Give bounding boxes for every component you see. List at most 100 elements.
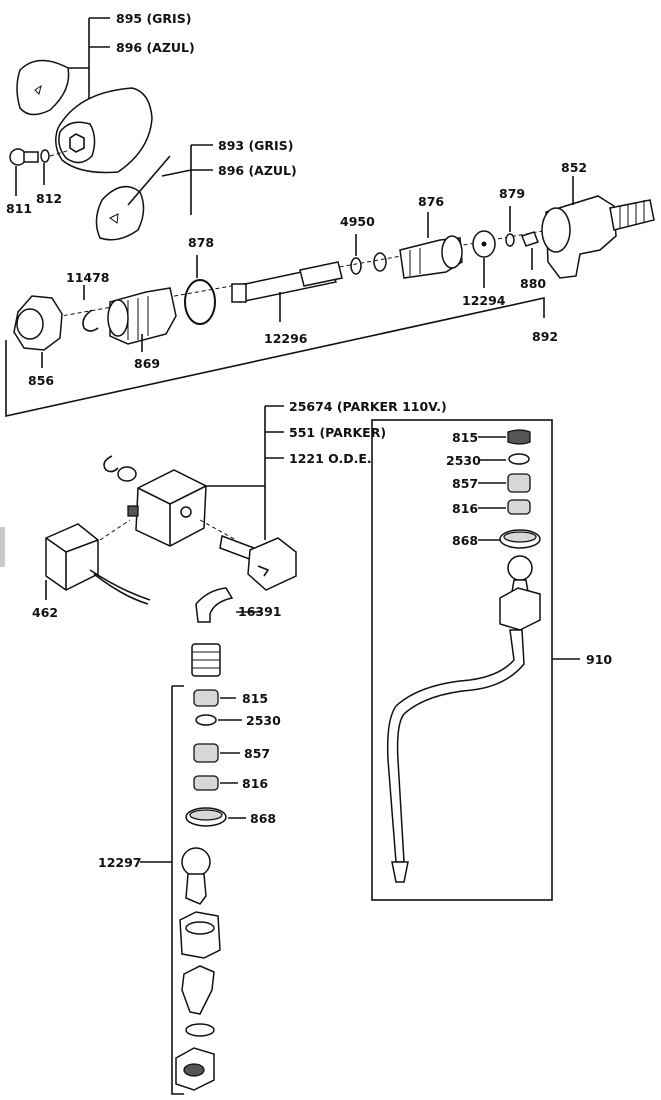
washer-879 (505, 233, 515, 247)
part-816-left (193, 775, 219, 791)
washer-812 (40, 149, 50, 163)
box-910 (371, 419, 553, 901)
label-880: 880 (520, 276, 546, 291)
solenoid-coil-hole (180, 506, 192, 518)
label-896a: 896 (AZUL) (116, 40, 195, 55)
label-812: 812 (36, 191, 62, 206)
oring-878 (184, 279, 216, 325)
ball-left (181, 847, 211, 877)
scan-edge-mark (0, 527, 5, 567)
label-893: 893 (GRIS) (218, 138, 293, 153)
valve-body (247, 537, 297, 591)
label-12296: 12296 (264, 331, 308, 346)
label-4950: 4950 (340, 214, 375, 229)
leader-879-880 (509, 206, 533, 270)
label-816b: 816 (452, 501, 478, 516)
leaders-right-stack (478, 436, 506, 541)
stem-left (185, 873, 207, 905)
part-868-left-teeth (189, 809, 223, 821)
cap-left-hole (183, 1063, 205, 1077)
ring-left (185, 1023, 215, 1037)
elbow-852-thread (609, 199, 655, 231)
leader-893-896 (127, 144, 213, 215)
label-815b: 815 (452, 430, 478, 445)
cap-895 (16, 59, 70, 116)
cone-left (181, 965, 215, 1015)
steam-wand (386, 629, 525, 863)
nut-left (179, 911, 221, 959)
washer-12294-hole (481, 241, 487, 247)
body-876-flange (441, 235, 463, 269)
valve-body-arrow (257, 565, 270, 577)
fitting-869 (109, 287, 177, 345)
body-876-hex (409, 248, 421, 276)
part-868-right-teeth (503, 531, 537, 543)
label-12294: 12294 (462, 293, 506, 308)
label-868b: 868 (452, 533, 478, 548)
solenoid-coil-edges (137, 485, 207, 546)
oring-4950b (373, 252, 387, 272)
label-462: 462 (32, 605, 58, 620)
cap-893-mark (109, 213, 119, 224)
part-857-left (193, 743, 219, 763)
screw-811-shank (23, 151, 39, 163)
label-815a: 815 (242, 691, 268, 706)
connector-462 (45, 523, 99, 591)
solenoid-washer (117, 466, 137, 482)
label-857b: 857 (452, 476, 478, 491)
label-876: 876 (418, 194, 444, 209)
part-815-left (193, 689, 219, 707)
bracket-12297 (140, 685, 184, 1095)
oring-4950 (350, 257, 362, 275)
oring-2530-right (508, 453, 530, 465)
label-910: 910 (586, 652, 612, 667)
clip-11478 (82, 309, 99, 332)
part-815-right (507, 429, 531, 445)
label-2530b: 2530 (446, 453, 481, 468)
oring-2530-left (195, 714, 217, 726)
label-852: 852 (561, 160, 587, 175)
nut-right (499, 587, 541, 631)
label-2530a: 2530 (246, 713, 281, 728)
elbow-16391 (195, 587, 234, 623)
knob-hex (69, 133, 85, 153)
solenoid-clip (103, 455, 119, 473)
connector-462-cable (89, 569, 151, 605)
nut-left-top (185, 921, 215, 935)
label-896b: 896 (AZUL) (218, 163, 297, 178)
cap-895-mark (34, 84, 42, 95)
axis-connector (99, 519, 131, 541)
bracket-892 (5, 297, 545, 417)
label-12297: 12297 (98, 855, 142, 870)
label-811: 811 (6, 201, 32, 216)
ball-right (507, 555, 533, 581)
label-1221: 1221 O.D.E. (289, 451, 372, 466)
label-869: 869 (134, 356, 160, 371)
label-878: 878 (188, 235, 214, 250)
label-857a: 857 (244, 746, 270, 761)
label-868a: 868 (250, 811, 276, 826)
knob-socket (58, 121, 96, 164)
axis-811 (49, 149, 71, 157)
elbow-852-thread-lines (619, 200, 645, 228)
label-16391: 16391 (238, 604, 282, 619)
label-11478: 11478 (66, 270, 110, 285)
connector-462-edges (45, 537, 99, 590)
label-25674: 25674 (PARKER 110V.) (289, 399, 447, 414)
part-857-right (507, 473, 531, 493)
label-856: 856 (28, 373, 54, 388)
fitting-869-threads (127, 296, 149, 340)
solenoid-coil (135, 469, 207, 547)
leader-811-812 (15, 163, 45, 196)
part-816-right (507, 499, 531, 515)
fitting-threaded-lines (192, 651, 220, 669)
fitting-869-face (107, 299, 129, 337)
elbow-852-face (541, 207, 571, 253)
nut-856-face (16, 308, 44, 340)
label-892: 892 (532, 329, 558, 344)
steam-wand-tip (391, 861, 409, 883)
leader-solenoid (200, 405, 284, 540)
axis-valve (199, 519, 237, 541)
leader-895-896 (50, 17, 110, 105)
